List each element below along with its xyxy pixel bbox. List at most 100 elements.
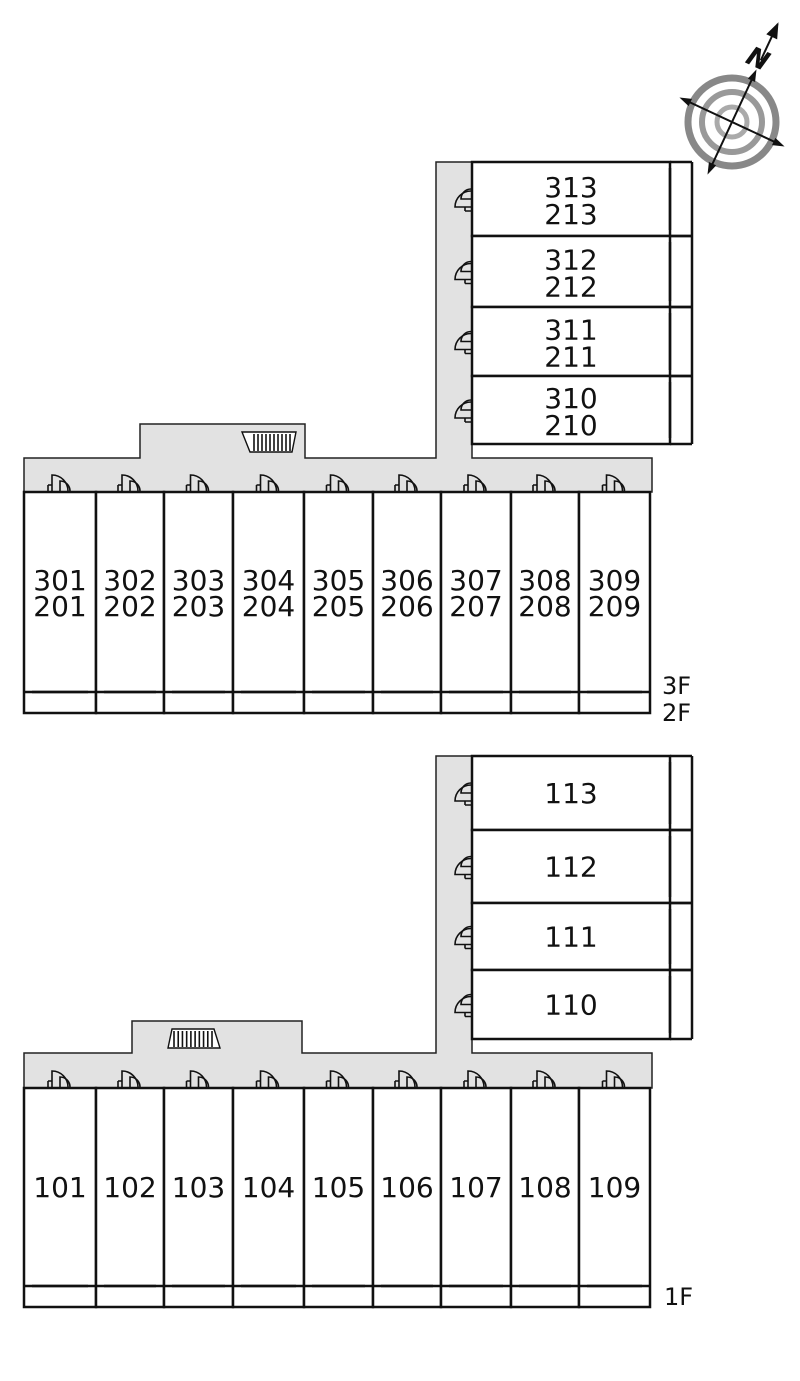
staircase-lower [167,1028,221,1049]
floor-label-3f: 3F [662,672,691,700]
lower-unit-112: 112 [454,828,694,905]
lower-unit-106: 106 [371,1070,443,1309]
unit-number-212: 212 [544,271,597,304]
door-icon [454,188,472,212]
door-icon [185,474,210,492]
unit-number-205: 205 [312,590,365,623]
unit-number-312: 312 [544,244,597,277]
lower-unit-108: 108 [509,1070,581,1309]
door-icon [394,1070,418,1088]
unit-number-202: 202 [103,590,156,623]
door-icon [47,474,71,492]
compass-icon [679,22,785,175]
unit-number-112: 112 [544,851,597,884]
unit-number-301: 301 [33,564,86,597]
unit-number-309: 309 [588,564,641,597]
unit-number-303: 303 [172,564,225,597]
unit-number-308: 308 [518,564,571,597]
unit-number-213: 213 [544,198,597,231]
door-icon [601,474,626,492]
unit-number-113: 113 [544,777,597,810]
lower-unit-113: 113 [454,754,694,832]
unit-number-304: 304 [242,564,295,597]
door-icon [454,782,472,806]
unit-number-311: 311 [544,314,597,347]
floor-label-1f: 1F [664,1283,693,1311]
unit-number-206: 206 [380,590,433,623]
unit-number-102: 102 [103,1171,156,1204]
unit-number-203: 203 [172,590,225,623]
door-icon [117,474,141,492]
unit-number-207: 207 [449,590,502,623]
door-icon [325,474,350,492]
door-icon [463,1070,487,1088]
unit-number-306: 306 [380,564,433,597]
door-icon [185,1070,210,1088]
door-icon [454,855,472,880]
lower-unit-103: 103 [162,1070,235,1309]
unit-number-109: 109 [588,1171,641,1204]
unit-number-110: 110 [544,989,597,1022]
unit-number-201: 201 [33,590,86,623]
door-icon [454,399,472,423]
unit-number-204: 204 [242,590,295,623]
door-icon [255,1070,280,1088]
unit-number-305: 305 [312,564,365,597]
unit-number-310: 310 [544,382,597,415]
unit-number-209: 209 [588,590,641,623]
compass-north-label: N [741,41,774,77]
unit-number-111: 111 [544,921,597,954]
unit-number-313: 313 [544,171,597,204]
door-icon [532,474,556,492]
unit-number-211: 211 [544,341,597,374]
door-icon [454,260,472,285]
door-icon [601,1070,626,1088]
door-icon [454,925,472,950]
lower-unit-105: 105 [302,1070,375,1309]
door-icon [255,474,280,492]
first-floor-plan: 101 102 103 104 105 106 107 108 109 113 112 111 110… [22,754,694,1311]
door-icon [47,1070,71,1088]
door-icon [532,1070,556,1088]
lower-unit-104: 104 [231,1070,306,1309]
door-icon [394,474,418,492]
lower-unit-111: 111 [454,901,694,972]
unit-number-107: 107 [449,1171,502,1204]
unit-number-105: 105 [312,1171,365,1204]
lower-unit-107: 107 [439,1070,513,1309]
unit-number-208: 208 [518,590,571,623]
unit-number-108: 108 [518,1171,571,1204]
unit-number-307: 307 [449,564,502,597]
unit-number-302: 302 [103,564,156,597]
corridor-upper [23,161,653,493]
lower-unit-109: 109 [577,1070,652,1309]
unit-number-103: 103 [172,1171,225,1204]
staircase-upper [240,431,297,453]
door-icon [117,1070,141,1088]
unit-number-106: 106 [380,1171,433,1204]
door-icon [454,330,472,355]
floor-label-2f: 2F [662,699,691,727]
corridor-lower [23,755,653,1089]
door-icon [454,993,472,1018]
upper-floors-plan: 3012013022023032033042043052053062063072… [22,160,694,727]
unit-number-101: 101 [33,1171,86,1204]
lower-unit-110: 110 [454,968,694,1041]
unit-number-210: 210 [544,409,597,442]
door-icon [463,474,487,492]
unit-number-104: 104 [242,1171,295,1204]
